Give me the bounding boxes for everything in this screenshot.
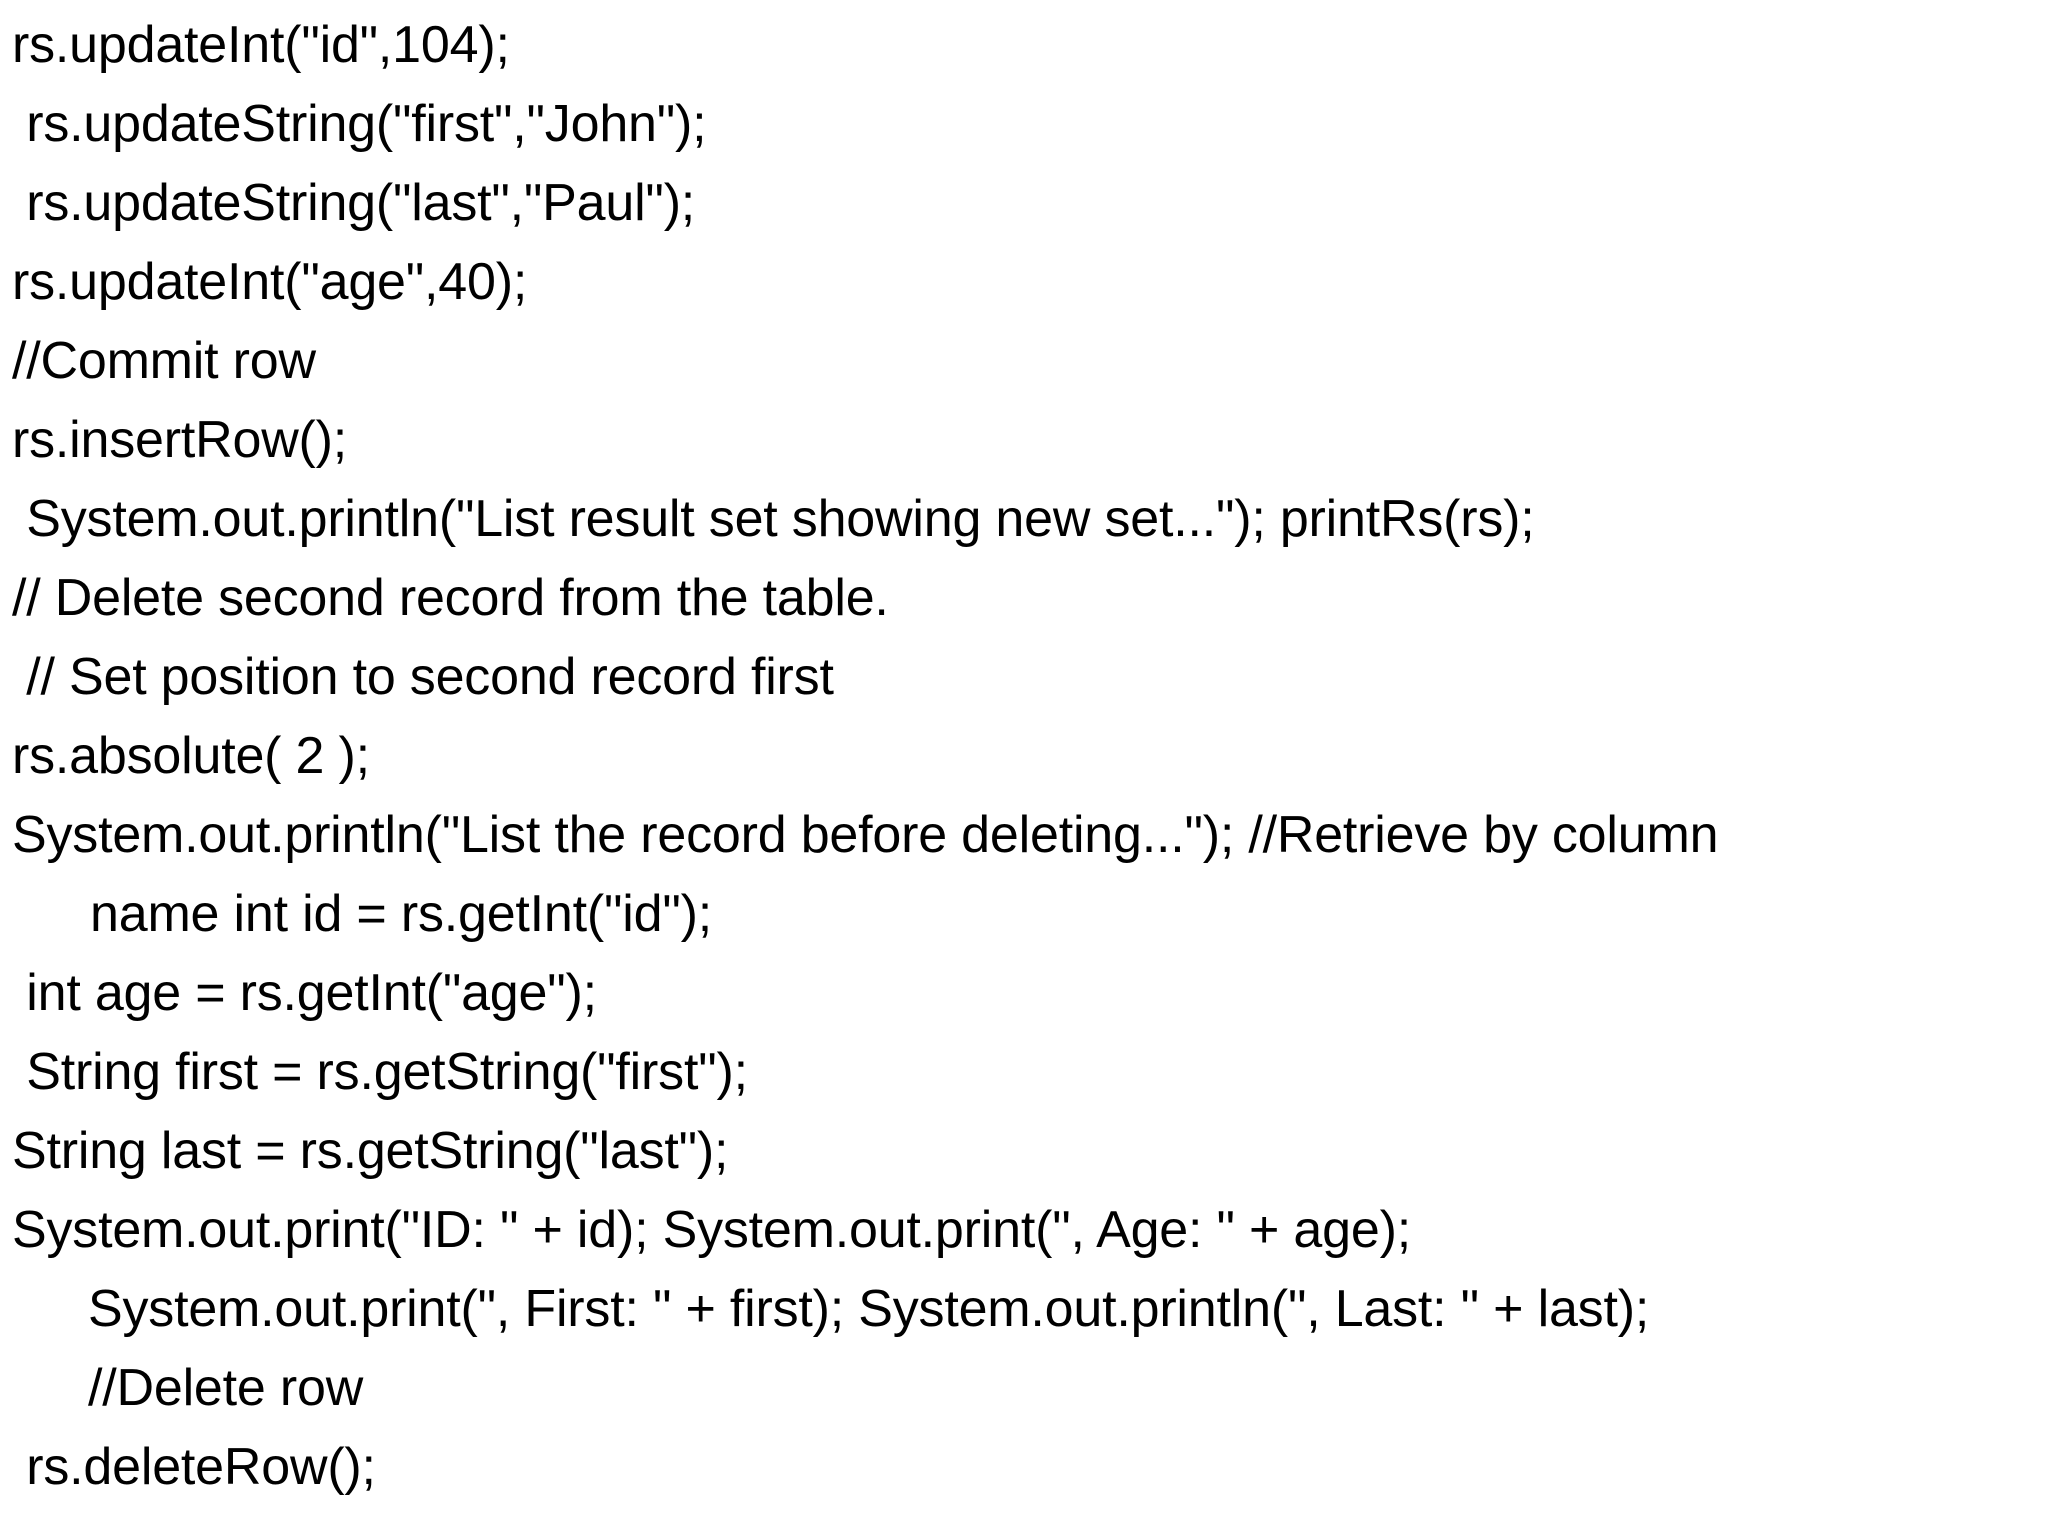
code-line: String first = rs.getString("first");: [12, 1043, 748, 1101]
code-line: rs.updateString("last","Paul");: [12, 174, 696, 232]
code-line: System.out.println("List result set show…: [12, 490, 1535, 548]
code-line: // Set position to second record first: [12, 648, 834, 706]
code-line: rs.updateInt("id",104);: [12, 16, 510, 74]
code-line: rs.absolute( 2 );: [12, 727, 370, 785]
code-line: System.out.print(", First: " + first); S…: [88, 1280, 1650, 1338]
code-block: rs.updateInt("id",104); rs.updateString(…: [0, 6, 2048, 1507]
code-line: System.out.print("ID: " + id); System.ou…: [12, 1201, 1411, 1259]
code-line: rs.deleteRow();: [12, 1438, 376, 1496]
code-line: // Delete second record from the table.: [12, 569, 889, 627]
code-line: int age = rs.getInt("age");: [12, 964, 597, 1022]
code-line: //Commit row: [12, 332, 316, 390]
code-line: //Delete row: [88, 1359, 364, 1417]
code-line: System.out.println("List the record befo…: [12, 806, 1719, 864]
code-line: rs.insertRow();: [12, 411, 348, 469]
code-line: rs.updateInt("age",40);: [12, 253, 528, 311]
code-line: rs.updateString("first","John");: [12, 95, 707, 153]
code-line: name int id = rs.getInt("id");: [90, 885, 712, 943]
code-line: String last = rs.getString("last");: [12, 1122, 729, 1180]
